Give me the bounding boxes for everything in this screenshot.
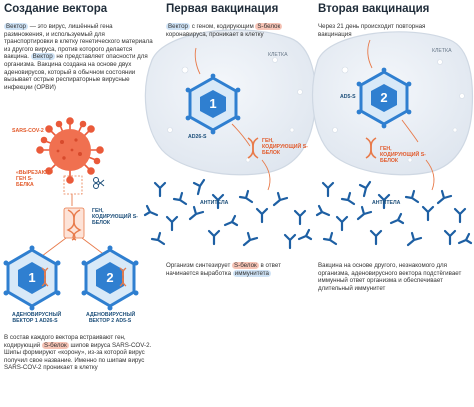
vector-2-hexagon-icon <box>81 245 139 311</box>
col2-bottom-mid: в ответ начинается выработка <box>166 262 281 277</box>
cell-vector-2-hexagon-icon <box>356 67 412 129</box>
col2-ad-label: AD26-S <box>188 134 207 140</box>
col2-title: Первая вакцинация <box>166 3 279 15</box>
col2-bottom-text: Организм синтезирует S-белок в ответ нач… <box>166 262 306 277</box>
col3-top-text: Через 21 день происходит повторная вакци… <box>318 23 426 38</box>
vector-1-hexagon-icon <box>3 245 61 311</box>
sars-cov-2-virus-icon <box>36 117 104 184</box>
col2-top-mid: с геном, кодирующим <box>190 23 256 30</box>
antibodies-col3 <box>315 180 473 247</box>
col1-title: Создание вектора <box>4 3 108 15</box>
col1-bottom-pre: В состав каждого вектора встраивают ген,… <box>4 334 126 349</box>
scissors-icon <box>93 177 105 189</box>
col1-bottom-post: шипов вируса SARS-COV-2. Шипы формируют … <box>4 341 152 372</box>
col3-bottom-text: Вакцина на основе другого, незнакомого д… <box>318 262 462 292</box>
col2-bottom-sprotein-highlight: S-белок <box>232 262 259 269</box>
col2-antibody-label: Антитела <box>200 200 229 206</box>
cell-vector-2-number: 2 <box>380 90 388 105</box>
col2-top-post: коронавируса, проникает в клетку <box>166 30 264 38</box>
vector-2-number: 2 <box>106 270 114 285</box>
col2-top-vector-highlight: Вектор <box>166 23 190 30</box>
col2-gene-label: ген, кодирующий S-белок <box>262 138 308 156</box>
col1-bottom-sprotein-highlight: S-белок <box>41 341 69 349</box>
vector-1-label: Аденовирусный вектор 1 AD26-S <box>12 312 62 324</box>
col2-top-text: Вектор с геном, кодирующим S-белок корон… <box>166 23 306 38</box>
col1-desc-vector-highlight: Вектор <box>4 23 28 30</box>
antibodies-col2 <box>143 178 313 250</box>
cut-box <box>63 175 83 195</box>
col3-ad-label: AD5-S <box>340 94 356 100</box>
col2-bottom-pre: Организм синтезирует <box>166 262 233 269</box>
col1-description: Вектор — это вирус, лишённый гена размно… <box>4 23 154 91</box>
dna-helix-icon <box>66 209 82 241</box>
col3-antibody-label: Антитела <box>372 200 401 206</box>
col2-bottom-immunity-highlight: иммунитета <box>232 269 271 277</box>
cell-dna-icons <box>247 137 377 159</box>
col2-top-sprotein-highlight: S-белок <box>255 23 283 30</box>
col3-title: Вторая вакцинация <box>318 3 430 15</box>
col1-bottom-text: В состав каждого вектора встраивают ген,… <box>4 334 152 372</box>
sars-cov-2-label: SARS-COV-2 <box>12 128 44 134</box>
col2-cell-label: Клетка <box>268 52 288 58</box>
cell-vector-1-hexagon-icon <box>185 73 241 135</box>
col1-desc-vector-highlight-2: Вектор <box>30 53 55 61</box>
vector-1-number: 1 <box>28 270 36 285</box>
col3-cell-label: Клетка <box>432 48 452 54</box>
col1-desc-mid: — это вирус, лишённый гена размножения, … <box>4 23 153 61</box>
col1-desc-post: не представляет опасности для организма.… <box>4 53 148 91</box>
cell-vector-1-number: 1 <box>209 96 217 111</box>
col3-gene-label: ген, кодирующий S-белок <box>380 146 426 164</box>
col1-gene-label: ген, кодирующий S-белок <box>92 208 138 226</box>
cut-gene-label: «Вырезают» ген S-белка <box>16 170 53 188</box>
vector-2-label: Аденовирусный вектор 2 AD5-S <box>86 312 136 324</box>
